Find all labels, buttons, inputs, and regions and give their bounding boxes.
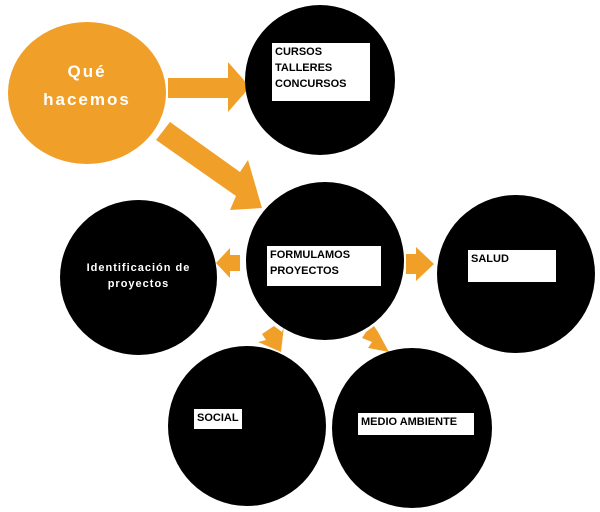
projects-line-1: FORMULAMOS (270, 249, 351, 261)
social-label: SOCIAL (194, 409, 242, 429)
projects-label: FORMULAMOS PROYECTOS (267, 246, 381, 286)
arrow-to-projects (156, 122, 262, 210)
social-node (168, 346, 326, 506)
identification-line-2: proyectos (107, 278, 170, 290)
health-label: SALUD (468, 250, 556, 282)
arrow-to-environment (362, 326, 389, 352)
courses-label: CURSOS TALLERES CONCURSOS (272, 43, 370, 101)
environment-label: MEDIO AMBIENTE (358, 413, 474, 435)
arrow-to-identification (216, 248, 240, 278)
identification-line-1: Identificación de (86, 262, 191, 274)
title-node (8, 22, 166, 164)
courses-item-1: CURSOS (275, 46, 323, 58)
arrow-to-social (258, 326, 284, 352)
identification-node (60, 200, 217, 355)
title-line-2: hacemos (43, 90, 131, 109)
arrow-to-courses (168, 62, 250, 112)
courses-item-2: TALLERES (275, 62, 333, 74)
courses-item-3: CONCURSOS (275, 78, 347, 90)
title-line-1: Qué (67, 62, 107, 81)
projects-line-2: PROYECTOS (270, 265, 339, 277)
arrow-to-health (406, 247, 434, 281)
